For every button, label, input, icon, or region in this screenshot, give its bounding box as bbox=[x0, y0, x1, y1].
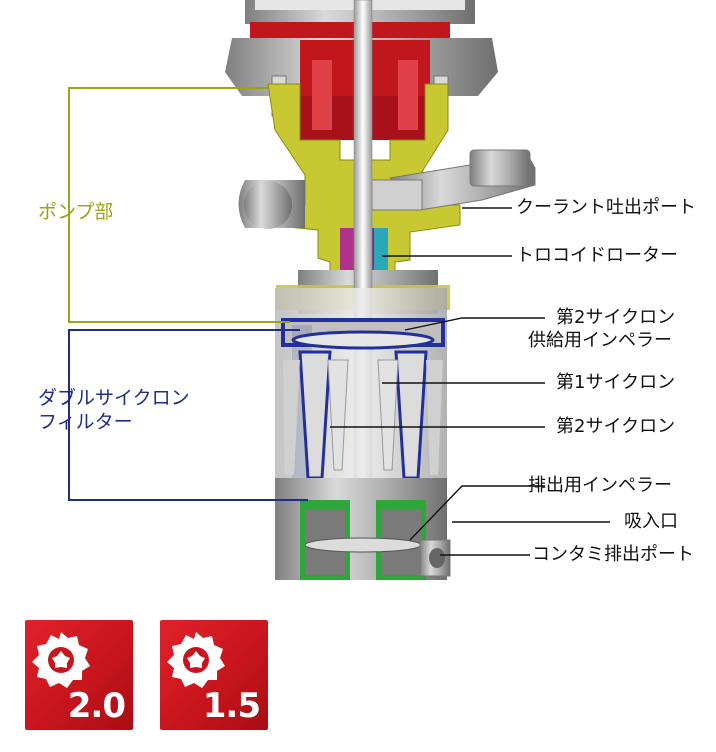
callout-second-cyclone: 第2サイクロン bbox=[556, 416, 676, 437]
callout-first-cyclone: 第1サイクロン bbox=[556, 372, 676, 393]
callout-leaders bbox=[330, 207, 610, 556]
callout-trochoid-rotor: トロコイドローター bbox=[516, 245, 678, 266]
badge-2-0: 2.0 bbox=[25, 620, 133, 730]
badge-1-5: 1.5 bbox=[160, 620, 268, 730]
filter-group-label-line2: フィルター bbox=[38, 411, 133, 433]
pump-group-label: ポンプ部 bbox=[38, 201, 114, 223]
callout-second-cyclone-supply-line2: 供給用インペラー bbox=[528, 330, 672, 351]
pump-group-bracket bbox=[68, 87, 290, 323]
callout-discharge-impeller: 排出用インペラー bbox=[528, 475, 672, 496]
callout-suction-inlet: 吸入口 bbox=[624, 511, 678, 532]
filter-group-label-line1: ダブルサイクロン bbox=[38, 387, 190, 409]
callout-coolant-discharge-port: クーラント吐出ポート bbox=[516, 197, 696, 218]
cyclone-filter-body bbox=[275, 288, 447, 500]
filter-group-bracket bbox=[68, 329, 308, 501]
callout-second-cyclone-supply-line1: 第2サイクロン bbox=[556, 307, 676, 328]
trochoid-gear-icon bbox=[167, 632, 225, 688]
trochoid-gear-icon bbox=[32, 632, 90, 688]
badge-value: 1.5 bbox=[202, 686, 261, 726]
badge-value: 2.0 bbox=[67, 686, 126, 726]
callout-contamination-discharge-port: コンタミ排出ポート bbox=[532, 544, 694, 565]
discharge-section bbox=[275, 478, 451, 580]
